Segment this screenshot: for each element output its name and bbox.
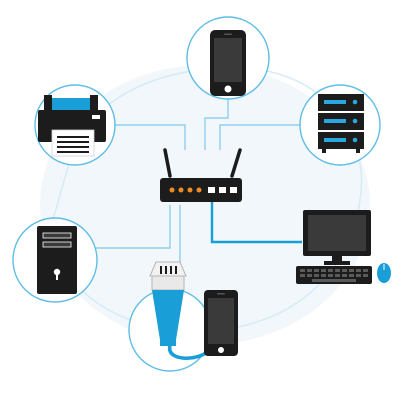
keyboard-icon	[296, 266, 372, 284]
router-icon	[160, 148, 242, 202]
mouse-icon	[377, 263, 391, 283]
smartphone-icon	[210, 30, 246, 96]
link-server	[219, 124, 300, 150]
link-monitor-cable	[210, 202, 302, 244]
desktop-tower-icon	[37, 226, 77, 294]
printer-icon	[38, 95, 106, 157]
server-icon	[318, 94, 364, 153]
monitor-icon	[303, 210, 371, 265]
link-printer	[115, 124, 186, 150]
connections	[82, 98, 300, 300]
link-desktop-tower	[82, 205, 171, 249]
ethernet-cable-icon	[149, 261, 214, 360]
ethernet-phone-icon	[204, 290, 238, 356]
link-smartphone	[204, 98, 229, 150]
